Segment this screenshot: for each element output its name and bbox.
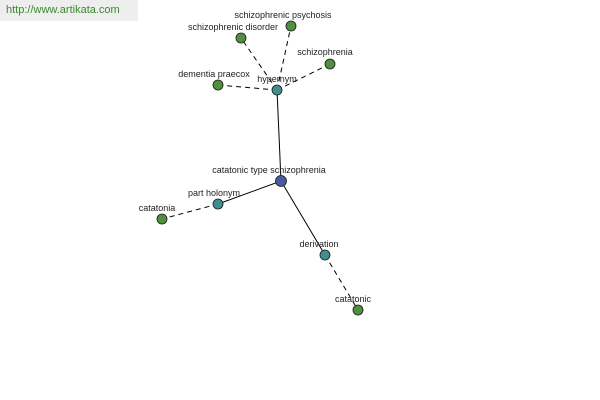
edge-center-to-part-holonym [217,180,282,205]
label-dementia-praecox: dementia praecox [178,69,250,79]
node-part-holonym[interactable] [212,198,224,210]
site-url-watermark: http://www.artikata.com [0,0,138,21]
graph-nodes [156,20,364,316]
node-schizophrenic-psychosis[interactable] [285,20,297,32]
label-schizophrenic-disorder: schizophrenic disorder [188,22,278,32]
label-hypernym: hypernym [257,74,297,84]
node-hypernym[interactable] [271,84,283,96]
label-part-holonym: part holonym [188,188,240,198]
node-schizophrenia[interactable] [324,58,336,70]
node-center[interactable] [275,175,287,187]
node-catatonic[interactable] [352,304,364,316]
label-catatonic: catatonic [335,294,372,304]
node-catatonia[interactable] [156,213,168,225]
node-schizophrenic-disorder[interactable] [235,32,247,44]
edge-center-to-derivation [280,180,326,256]
edge-hypernym-to-dementia-praecox [217,84,278,91]
graph-labels: catatonic type schizophrenia hypernym part… [139,10,372,304]
edge-part-holonym-to-catatonia [161,203,219,220]
edge-derivation-to-catatonic [324,254,359,311]
edge-hypernym-to-schizophrenic-disorder [240,37,278,91]
edge-center-to-hypernym [276,89,282,182]
node-derivation[interactable] [319,249,331,261]
edge-hypernym-to-schizophrenic-psychosis [276,25,292,91]
edge-hypernym-to-schizophrenia [276,63,331,91]
graph-edges [161,25,359,311]
label-center: catatonic type schizophrenia [212,165,326,175]
label-derivation: derivation [299,239,338,249]
label-schizophrenia: schizophrenia [297,47,353,57]
label-schizophrenic-psychosis: schizophrenic psychosis [234,10,332,20]
node-dementia-praecox[interactable] [212,79,224,91]
label-catatonia: catatonia [139,203,176,213]
